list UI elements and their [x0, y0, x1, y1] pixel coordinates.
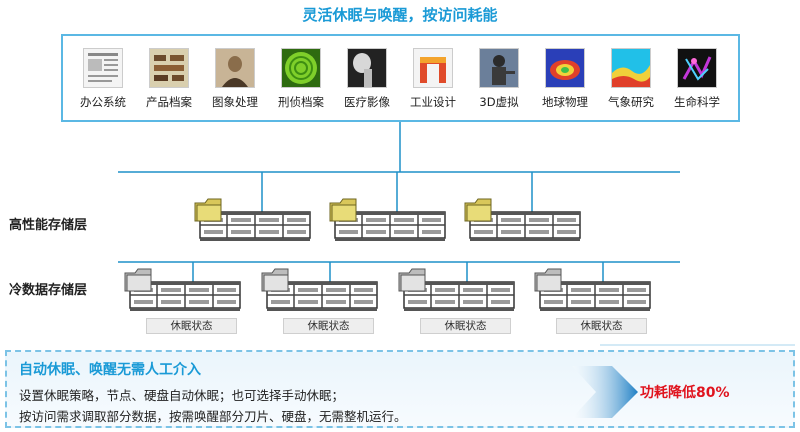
app-image-processing: 图象处理 [201, 48, 269, 110]
app-3d-virtual: 3D虚拟 [465, 48, 533, 110]
chevron-arrow-icon [572, 366, 638, 418]
app-label: 3D虚拟 [479, 95, 519, 109]
molecule-icon [677, 48, 717, 88]
weather-map-icon [611, 48, 651, 88]
summary-line-1: 设置休眠策略，节点、硬盘自动休眠；也可选择手动休眠； [19, 388, 345, 403]
app-life-science: 生命科学 [663, 48, 731, 110]
app-label: 图象处理 [212, 95, 258, 109]
app-label: 产品档案 [146, 95, 192, 109]
tier-label-cold-data: 冷数据存储层 [9, 283, 88, 298]
diagram-title: 灵活休眠与唤醒，按访问耗能 [302, 6, 498, 24]
storage-node-sleeping [261, 268, 378, 312]
app-label: 办公系统 [80, 95, 126, 109]
xray-icon [347, 48, 387, 88]
cad-model-icon [413, 48, 453, 88]
app-meteorology: 气象研究 [597, 48, 665, 110]
app-industrial-design: 工业设计 [399, 48, 467, 110]
app-geophysics: 地球物理 [531, 48, 599, 110]
storage-node-sleeping [124, 268, 241, 312]
vr-headset-icon [479, 48, 519, 88]
product-archive-icon [149, 48, 189, 88]
application-panel: 办公系统 产品档案 图象处理 刑侦档案 医疗影像 工业设计 3D虚拟 [61, 34, 740, 122]
storage-node-sleeping [534, 268, 651, 312]
sleep-state-label: 休眠状态 [556, 318, 647, 334]
app-label: 地球物理 [542, 95, 588, 109]
app-medical-imaging: 医疗影像 [333, 48, 401, 110]
sleep-state-label: 休眠状态 [283, 318, 374, 334]
app-label: 生命科学 [674, 95, 720, 109]
sleep-state-label: 休眠状态 [420, 318, 511, 334]
storage-node-active [464, 198, 581, 242]
summary-line-2: 按访问需求调取部分数据，按需唤醒部分刀片、硬盘，无需整机运行。 [19, 409, 407, 424]
portrait-photo-icon [215, 48, 255, 88]
summary-panel: 自动休眠、唤醒无需人工介入 设置休眠策略，节点、硬盘自动休眠；也可选择手动休眠；… [5, 350, 795, 428]
app-criminal-archive: 刑侦档案 [267, 48, 335, 110]
app-label: 医疗影像 [344, 95, 390, 109]
app-office: 办公系统 [69, 48, 137, 110]
app-label: 气象研究 [608, 95, 654, 109]
seismic-map-icon [545, 48, 585, 88]
power-reduction-result: 功耗降低80% [640, 385, 730, 401]
app-label: 工业设计 [410, 95, 456, 109]
fingerprint-pattern-icon [281, 48, 321, 88]
storage-node-sleeping [398, 268, 515, 312]
storage-node-active [329, 198, 446, 242]
storage-node-active [194, 198, 311, 242]
tier-label-high-performance: 高性能存储层 [9, 218, 88, 233]
office-document-icon [83, 48, 123, 88]
summary-title: 自动休眠、唤醒无需人工介入 [19, 362, 201, 378]
app-product-archive: 产品档案 [135, 48, 203, 110]
sleep-state-label: 休眠状态 [146, 318, 237, 334]
storage-topology [118, 122, 795, 346]
app-label: 刑侦档案 [278, 95, 324, 109]
